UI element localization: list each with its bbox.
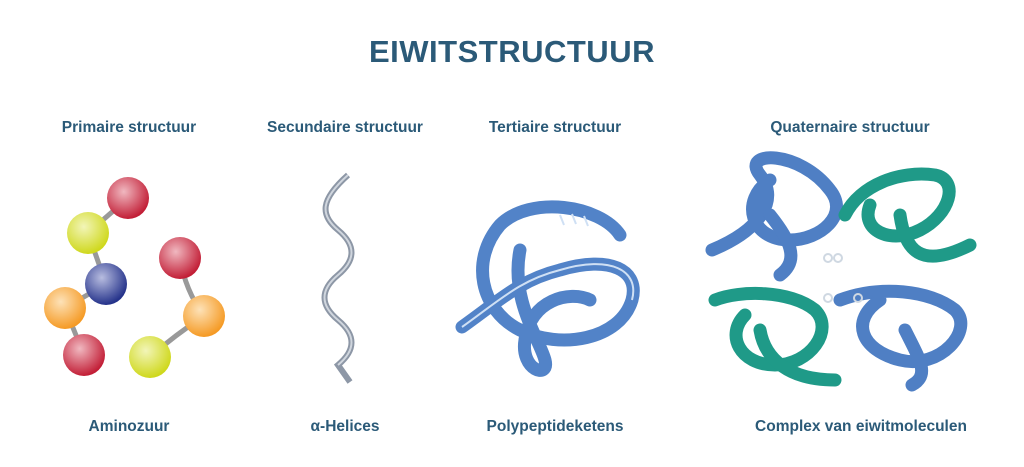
- amino-acid-sphere: [44, 287, 86, 329]
- amino-acid-sphere: [67, 212, 109, 254]
- amino-acid-sphere: [159, 237, 201, 279]
- heading-primary-structure: Primaire structuur: [61, 119, 197, 136]
- teal-subunit: [708, 167, 977, 387]
- blue-subunit: [705, 151, 968, 392]
- heading-secondary-structure: Secundaire structuur: [267, 119, 423, 136]
- quaternary-complex: [705, 151, 977, 392]
- caption-amino-acid: Aminozuur: [88, 418, 170, 435]
- linkers: [823, 253, 863, 303]
- caption-polypeptide-chains: Polypeptideketens: [486, 418, 624, 435]
- amino-acid-sphere: [107, 177, 149, 219]
- tertiary-chain: [455, 200, 640, 377]
- amino-acid-spheres: [44, 177, 225, 378]
- caption-alpha-helices: α-Helices: [310, 418, 380, 435]
- caption-protein-complex: Complex van eiwitmoleculen: [755, 418, 967, 435]
- amino-acid-sphere: [85, 263, 127, 305]
- alpha-helix: [321, 172, 355, 384]
- heading-tertiary-structure: Tertiaire structuur: [488, 119, 622, 136]
- amino-acid-sphere: [129, 336, 171, 378]
- page-title: EIWITSTRUCTUUR: [369, 34, 655, 69]
- heading-quaternary-structure: Quaternaire structuur: [770, 119, 930, 136]
- amino-acid-sphere: [63, 334, 105, 376]
- amino-acid-sphere: [183, 295, 225, 337]
